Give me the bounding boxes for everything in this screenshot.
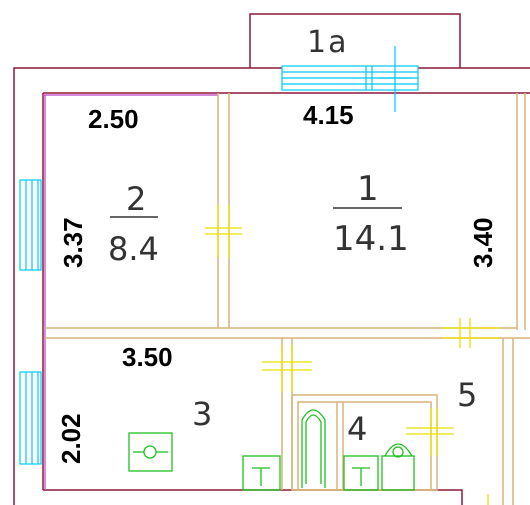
room2-number: 2 <box>126 180 146 218</box>
interior-outline <box>43 94 218 490</box>
room5-number: 5 <box>457 376 477 414</box>
washbasin-icon <box>343 455 379 491</box>
doors <box>205 205 500 505</box>
door-room3 <box>262 345 312 392</box>
balcony-label: 1a <box>307 25 348 60</box>
door-room2 <box>205 205 242 258</box>
room2-area: 8.4 <box>108 230 159 268</box>
sink-icon <box>242 455 281 491</box>
room2-depth-label: 3.37 <box>58 217 88 268</box>
room1-area: 14.1 <box>333 219 409 259</box>
bathtub-icon <box>301 409 326 488</box>
windows <box>19 46 419 465</box>
balcony <box>249 13 461 68</box>
window-top <box>281 46 419 112</box>
window-room2 <box>19 179 42 271</box>
room1-number: 1 <box>357 169 379 209</box>
partitions <box>45 93 530 505</box>
room3-depth-label: 2.02 <box>56 413 86 464</box>
room1-depth-label: 3.40 <box>468 217 498 268</box>
room2-width-label: 2.50 <box>88 104 139 134</box>
room1-width-label: 4.15 <box>303 100 354 130</box>
room3-number: 3 <box>192 395 212 433</box>
room4-number: 4 <box>347 410 367 448</box>
fixtures <box>128 409 415 491</box>
door-room4 <box>406 408 454 456</box>
room3-width-label: 3.50 <box>122 342 173 372</box>
door-room1 <box>442 318 500 348</box>
stove-icon <box>128 432 173 472</box>
toilet-icon <box>381 443 415 491</box>
window-room3 <box>19 371 42 465</box>
